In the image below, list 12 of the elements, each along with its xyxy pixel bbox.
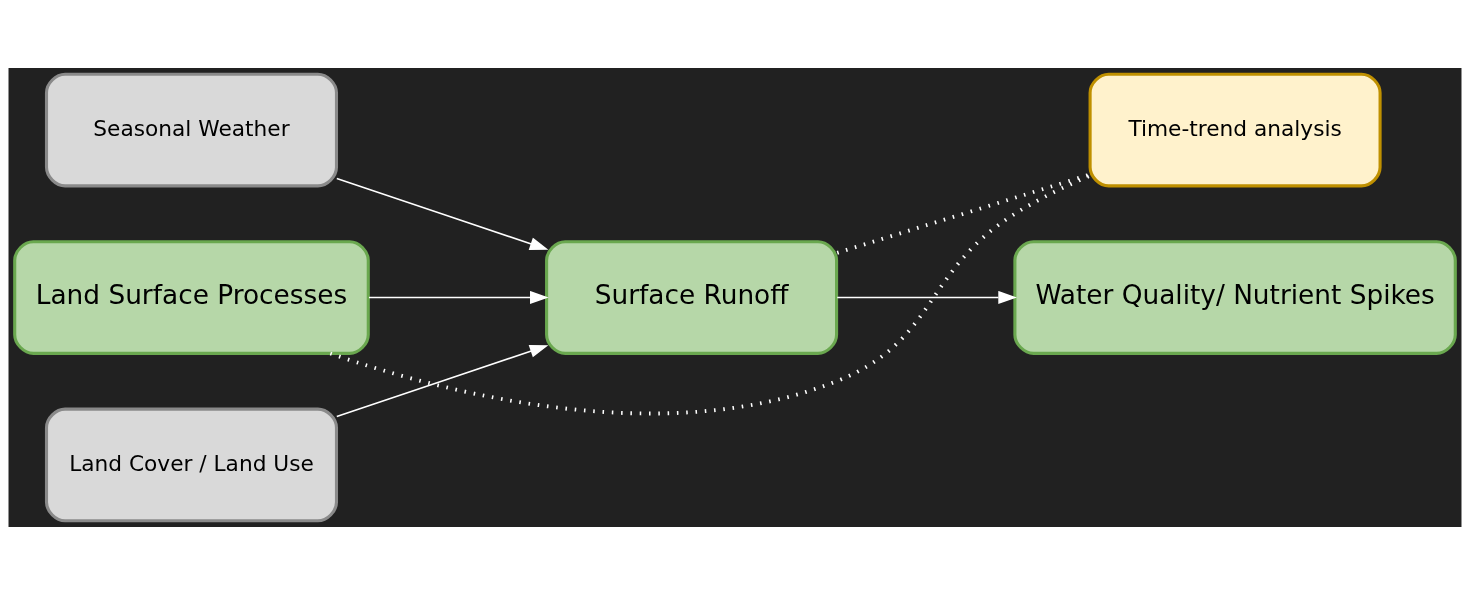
node-box: Surface Runoff bbox=[545, 239, 839, 355]
node-box: Land Surface Processes bbox=[13, 239, 370, 355]
arrow bbox=[336, 344, 549, 417]
node-box: Land Cover / Land Use bbox=[44, 407, 339, 522]
connector bbox=[836, 172, 1091, 255]
arrow bbox=[336, 177, 549, 250]
connector bbox=[329, 173, 1091, 415]
node-box: Water Quality/ Nutrient Spikes bbox=[1013, 239, 1457, 355]
arrow bbox=[836, 290, 1017, 304]
arrow bbox=[368, 290, 549, 304]
node-box: Seasonal Weather bbox=[44, 72, 339, 187]
node-box: Time-trend analysis bbox=[1088, 72, 1382, 187]
